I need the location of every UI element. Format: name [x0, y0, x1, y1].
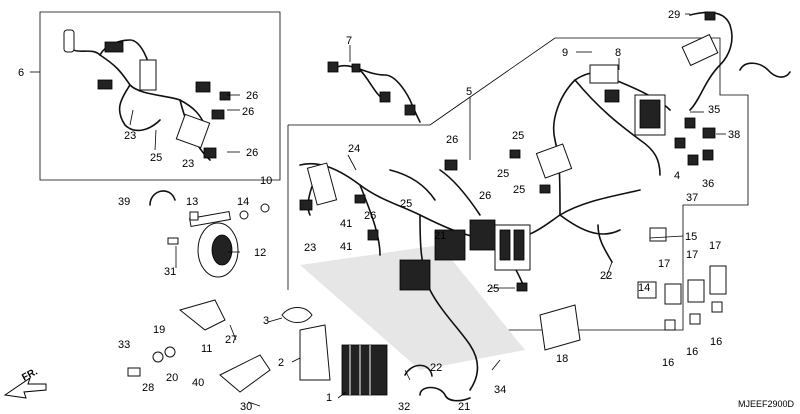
callout-5: 5 — [466, 86, 472, 98]
clamp-21 — [419, 386, 471, 402]
callout-23b: 23 — [182, 158, 194, 170]
callout-19: 19 — [153, 324, 165, 336]
bracket-2 — [299, 324, 331, 381]
callout-23c: 23 — [304, 242, 316, 254]
callout-28: 28 — [142, 382, 154, 394]
fuse-16c — [711, 301, 723, 313]
bracket-40 — [219, 354, 271, 393]
callout-22b: 22 — [430, 362, 442, 374]
callout-18: 18 — [556, 353, 568, 365]
callout-21: 21 — [458, 401, 470, 413]
clamp-39 — [149, 190, 176, 206]
callout-16c: 16 — [710, 336, 722, 348]
callout-20: 20 — [166, 372, 178, 384]
callout-17b: 17 — [686, 249, 698, 261]
main-harness-frame — [288, 37, 749, 331]
sub-harness-frame — [39, 11, 281, 181]
fuse-16a — [664, 319, 676, 331]
callout-1: 1 — [326, 392, 332, 404]
strap-22 — [404, 224, 613, 377]
callout-35: 35 — [708, 104, 720, 116]
callout-40: 40 — [192, 377, 204, 389]
callout-36: 36 — [702, 178, 714, 190]
relay-17a — [664, 283, 682, 305]
washer-group — [127, 346, 176, 377]
relay-17c — [709, 265, 727, 295]
bolt-31 — [167, 237, 179, 245]
relay-14 — [637, 281, 657, 299]
callout-numbers: 29 7 9 8 6 26 26 26 23 25 23 5 26 25 25 … — [18, 9, 740, 413]
callout-41a: 41 — [340, 218, 352, 230]
callout-41b: 41 — [340, 241, 352, 253]
callout-9: 9 — [562, 47, 568, 59]
callout-32: 32 — [398, 401, 410, 413]
callout-25b: 25 — [512, 130, 524, 142]
callout-23a: 23 — [124, 130, 136, 142]
front-direction-arrow: FR. — [3, 366, 47, 399]
callout-26c: 26 — [246, 147, 258, 159]
cover-3 — [281, 307, 313, 323]
callout-17a: 17 — [658, 258, 670, 270]
callout-16b: 16 — [686, 346, 698, 358]
callout-14b: 14 — [638, 282, 650, 294]
washer-10 — [239, 203, 270, 220]
harness-8-upper — [681, 11, 733, 111]
relay-17b — [687, 279, 705, 303]
clamp-top-right — [739, 62, 791, 78]
callout-13: 13 — [186, 196, 198, 208]
shaded-area — [300, 245, 525, 370]
callout-4: 4 — [674, 170, 680, 182]
callout-26d: 26 — [446, 134, 458, 146]
callout-25d: 25 — [513, 184, 525, 196]
regulator-1 — [341, 344, 388, 396]
callout-12: 12 — [254, 247, 266, 259]
relay-15 — [649, 227, 667, 242]
leader-lines — [30, 13, 726, 407]
callout-11: 11 — [201, 343, 212, 355]
callout-26f: 26 — [364, 210, 376, 222]
callout-24: 24 — [348, 143, 360, 155]
callout-25a: 25 — [150, 152, 162, 164]
callout-21b: 21 — [434, 230, 446, 242]
callout-39: 39 — [118, 196, 130, 208]
diagram-code: MJEEF2900D — [738, 399, 795, 409]
callout-37: 37 — [686, 192, 698, 204]
callout-25f: 25 — [487, 283, 499, 295]
ecu-18 — [539, 304, 581, 351]
bolt-13 — [189, 211, 199, 221]
harness-7 — [327, 61, 421, 123]
callout-6: 6 — [18, 67, 24, 79]
callout-7: 7 — [346, 35, 352, 47]
callout-22a: 22 — [600, 270, 612, 282]
callout-2: 2 — [278, 357, 284, 369]
fuse-16b — [689, 313, 701, 325]
horn-12 — [189, 211, 239, 278]
callout-25e: 25 — [400, 198, 412, 210]
callout-17c: 17 — [709, 240, 721, 252]
bracket-11 — [178, 299, 226, 331]
callout-26e: 26 — [479, 190, 491, 202]
callout-3: 3 — [263, 315, 269, 327]
callout-30: 30 — [240, 401, 252, 413]
callout-14a: 14 — [237, 196, 249, 208]
small-connectors — [674, 117, 716, 166]
main-harness-5 — [299, 64, 671, 391]
callout-27: 27 — [225, 334, 237, 346]
callout-31: 31 — [164, 266, 176, 278]
callout-33: 33 — [118, 339, 130, 351]
callout-8: 8 — [615, 47, 621, 59]
callout-26b: 26 — [242, 106, 254, 118]
callout-10: 10 — [260, 175, 272, 187]
callout-15: 15 — [685, 231, 697, 243]
callout-25c: 25 — [497, 168, 509, 180]
callout-29: 29 — [668, 9, 680, 21]
callout-34: 34 — [494, 384, 506, 396]
sub-harness-6 — [63, 29, 231, 161]
front-direction-label: FR. — [20, 366, 40, 383]
callout-38: 38 — [728, 129, 740, 141]
callout-26a: 26 — [246, 90, 258, 102]
callout-16a: 16 — [662, 357, 674, 369]
